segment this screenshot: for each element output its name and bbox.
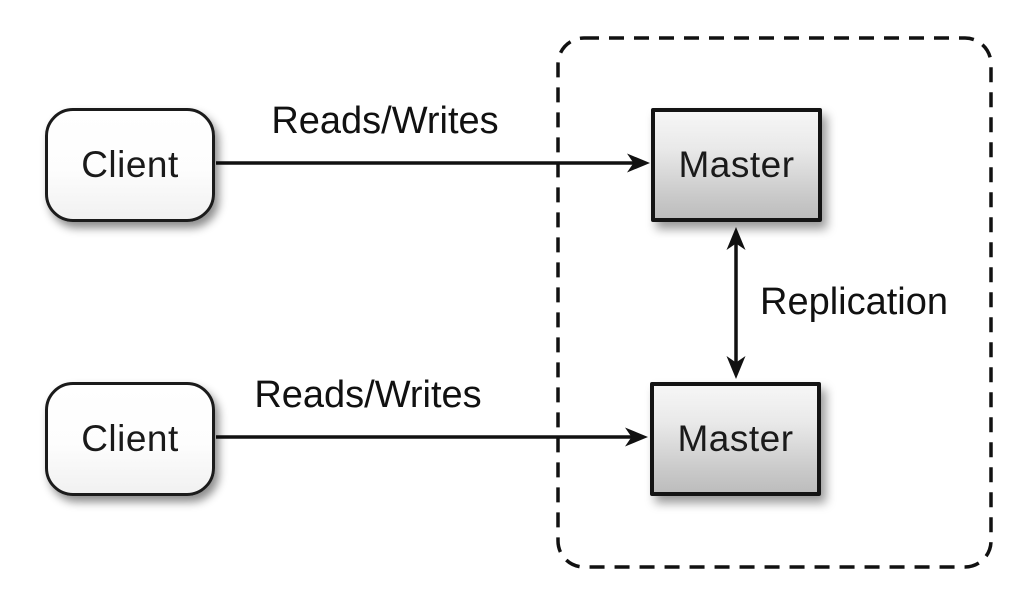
- reads-writes-arrow-top: [216, 153, 650, 173]
- reads-writes-label-bottom: Reads/Writes: [254, 374, 482, 416]
- client-node-bottom: Client: [45, 382, 215, 496]
- replication-group-border: [556, 36, 993, 569]
- replication-arrow: [726, 227, 746, 379]
- master-bottom-label: Master: [677, 418, 794, 459]
- client-top-label: Client: [81, 144, 179, 185]
- replication-label: Replication: [760, 281, 948, 323]
- master-node-bottom: Master: [650, 382, 821, 496]
- reads-writes-arrow-bottom: [216, 427, 648, 447]
- client-node-top: Client: [45, 108, 215, 222]
- master-top-label: Master: [678, 144, 795, 185]
- client-bottom-label: Client: [81, 418, 179, 459]
- master-node-top: Master: [651, 108, 822, 222]
- reads-writes-label-top: Reads/Writes: [271, 100, 499, 142]
